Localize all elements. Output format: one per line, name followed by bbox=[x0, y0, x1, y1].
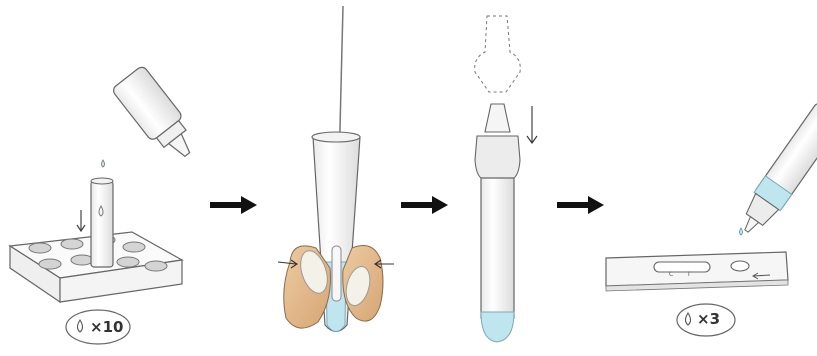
step-add-drops bbox=[10, 65, 203, 344]
down-arrow-icon bbox=[77, 210, 85, 231]
dropper-cap bbox=[475, 136, 520, 178]
cassette-mark-c: C bbox=[669, 271, 673, 278]
step-squeeze-swab bbox=[278, 6, 394, 332]
reagent-bottle bbox=[111, 65, 203, 167]
cassette-mark-t: T bbox=[687, 271, 691, 278]
swab-tip bbox=[332, 246, 341, 301]
right-arrow-icon bbox=[401, 196, 448, 214]
down-arrow-icon bbox=[527, 106, 537, 143]
dropper-tip bbox=[485, 104, 510, 132]
sample-well bbox=[731, 261, 749, 271]
falling-drop bbox=[102, 160, 105, 167]
result-window bbox=[654, 262, 710, 272]
capped-tube bbox=[481, 178, 514, 332]
test-cassette bbox=[606, 252, 788, 291]
step-dispense-drops bbox=[606, 102, 817, 336]
falling-drop bbox=[740, 228, 743, 235]
cap-outline bbox=[475, 16, 521, 92]
step-cap-tube bbox=[475, 16, 537, 342]
drop-count-label-10: ×10 bbox=[90, 318, 123, 336]
extraction-tube bbox=[91, 178, 113, 267]
dropper-tube bbox=[733, 102, 817, 240]
right-arrow-icon bbox=[210, 196, 257, 214]
tube-liquid bbox=[481, 312, 514, 342]
right-arrow-icon bbox=[557, 196, 604, 214]
drop-count-label-3: ×3 bbox=[697, 310, 720, 328]
